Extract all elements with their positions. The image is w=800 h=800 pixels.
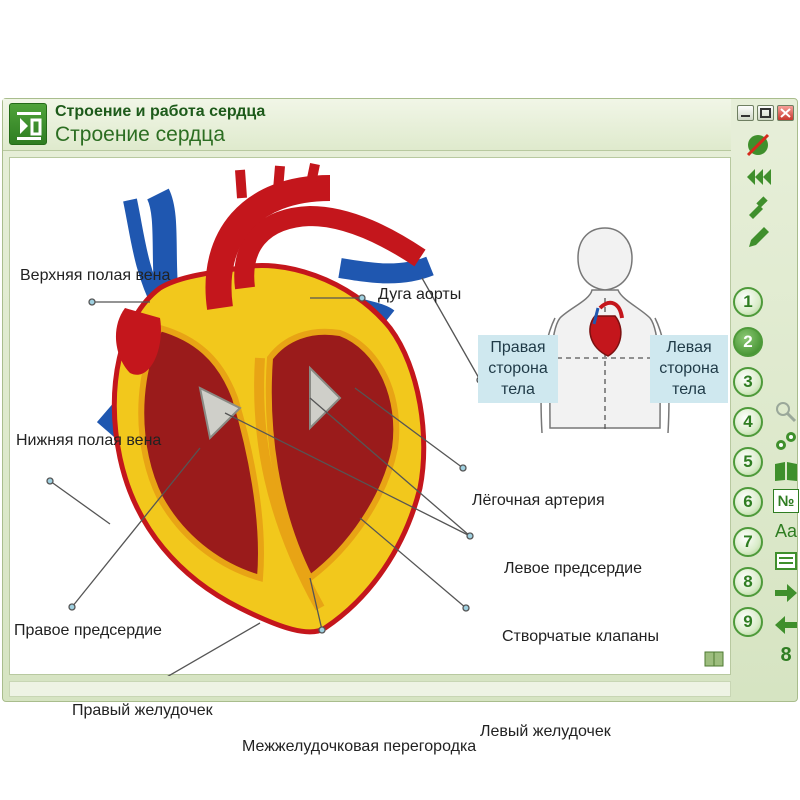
rewind-icon[interactable] — [743, 163, 773, 191]
window-title: Строение и работа сердца — [55, 103, 266, 120]
number-button-3[interactable]: 3 — [733, 367, 763, 397]
left-side-box: Левая сторона тела — [650, 335, 728, 403]
arrow-right-icon[interactable] — [773, 581, 799, 605]
aortic-arch-shape — [205, 175, 331, 310]
maximize-button[interactable] — [757, 105, 774, 121]
number-button-2[interactable]: 2 — [733, 327, 763, 357]
gears-icon[interactable] — [773, 429, 799, 453]
number-button-8[interactable]: 8 — [733, 567, 763, 597]
label-septum: Межжелудочковая перегородка — [242, 738, 477, 755]
number-button-4[interactable]: 4 — [733, 407, 763, 437]
number-button-5[interactable]: 5 — [733, 447, 763, 477]
label-right-ventricle: Правый желудочек — [72, 702, 213, 719]
status-bar — [9, 681, 731, 697]
font-button[interactable]: Aa — [774, 521, 798, 541]
number-button-1[interactable]: 1 — [733, 287, 763, 317]
book-icon[interactable] — [773, 459, 799, 483]
content-area: Верхняя полая вена Нижняя полая вена Пра… — [9, 157, 731, 755]
label-valves: Створчатые клапаны — [502, 628, 660, 645]
label-pulmonary-artery: Лёгочная артерия — [472, 492, 605, 509]
page-indicator: 8 — [780, 644, 792, 666]
title-bar: Строение и работа сердца Строение сердца — [3, 99, 731, 151]
magnifier-icon[interactable] — [773, 399, 799, 423]
label-inferior-vena-cava: Нижняя полая вена — [16, 432, 162, 449]
brush-icon[interactable] — [743, 193, 773, 221]
minimize-button[interactable] — [737, 105, 754, 121]
app-logo-icon — [9, 103, 47, 145]
label-right-atrium: Правое предсердие — [14, 622, 162, 639]
label-left-atrium: Левое предсердие — [504, 560, 643, 577]
label-left-ventricle: Левый желудочек — [480, 723, 611, 740]
atlas-icon[interactable] — [702, 648, 728, 672]
close-button[interactable] — [777, 105, 794, 121]
no-sound-icon[interactable] — [743, 131, 773, 159]
pencil-icon[interactable] — [743, 223, 773, 251]
app-window: Строение и работа сердца Строение сердца — [2, 98, 799, 755]
body-figure — [540, 227, 670, 434]
right-toolbar: 1 2 3 4 5 6 7 8 9 № Aa 8 — [733, 129, 799, 699]
label-aortic-arch: Дуга аорты — [378, 286, 462, 303]
window-subtitle: Строение сердца — [55, 123, 225, 146]
number-button-9[interactable]: 9 — [733, 607, 763, 637]
list-icon[interactable] — [773, 549, 799, 573]
arrow-left-icon[interactable] — [773, 613, 799, 637]
window-controls — [737, 105, 797, 123]
number-button-7[interactable]: 7 — [733, 527, 763, 557]
heart-diagram — [46, 162, 670, 676]
right-side-box: Правая сторона тела — [478, 335, 558, 403]
pulmonary-artery-shape — [234, 205, 426, 290]
label-superior-vena-cava: Верхняя полая вена — [20, 267, 171, 284]
number-button-6[interactable]: 6 — [733, 487, 763, 517]
number-sign-button[interactable]: № — [773, 489, 799, 513]
